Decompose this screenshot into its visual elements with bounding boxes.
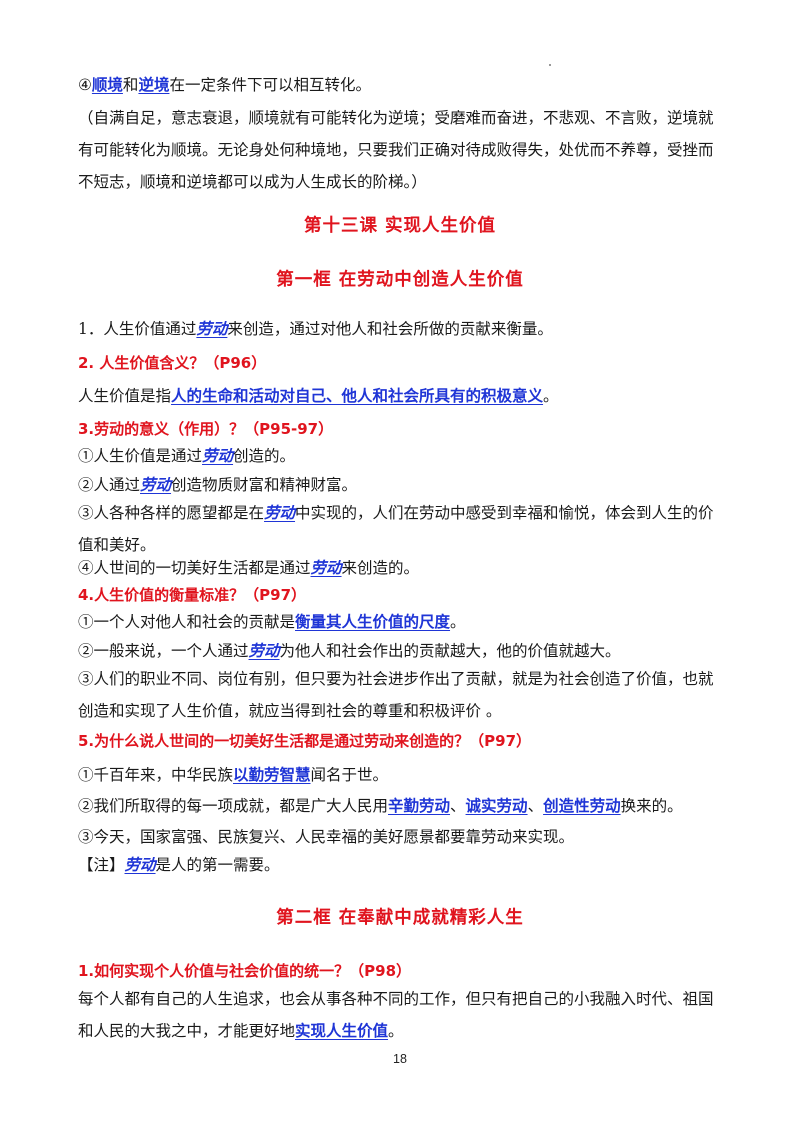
question-4: 4.人生价值的衡量标准？（P97） (78, 586, 307, 604)
page-number: 18 (393, 1052, 407, 1066)
paragraph-p4c: ③人们的职业不同、岗位有别，但只要为社会进步作出了贡献，就是为社会创造了价值，也… (78, 670, 714, 720)
text-line-p3b: ②人通过劳动创造物质财富和精神财富。 (78, 475, 358, 494)
paragraph-p3c: ③人各种各样的愿望都是在劳动中实现的，人们在劳动中感受到幸福和愉悦，体会到人生的… (78, 503, 714, 554)
text-line-p2: 人生价值是指人的生命和活动对自己、他人和社会所具有的积极意义。 (78, 386, 559, 405)
text-line-p4b: ②一般来说，一个人通过劳动为他人和社会作出的贡献越大，他的价值就越大。 (78, 641, 621, 660)
text-line-p5b: ②我们所取得的每一项成就，都是广大人民用辛勤劳动、诚实劳动、创造性劳动换来的。 (78, 796, 683, 815)
question-3: 3.劳动的意义（作用）？（P95-97） (78, 420, 334, 438)
text-line-p1: 1．人生价值通过劳动来创造，通过对他人和社会所做的贡献来衡量。 (78, 319, 553, 338)
text-line-p5a: ①千百年来，中华民族以勤劳智慧闻名于世。 (78, 765, 389, 784)
scan-dot (549, 64, 551, 66)
text-line-p3d: ④人世间的一切美好生活都是通过劳动来创造的。 (78, 558, 420, 577)
text-line-note: 【注】劳动是人的第一需要。 (78, 855, 280, 874)
question-2: 2. 人生价值含义？（P96） (78, 354, 267, 372)
text-line-p3a: ①人生价值是通过劳动创造的。 (78, 446, 296, 465)
section-title-2: 第二框 在奉献中成就精彩人生 (276, 908, 524, 928)
paragraph-p6: 每个人都有自己的人生追求，也会从事各种不同的工作，但只有把自己的小我融入时代、祖… (78, 990, 714, 1040)
text-line-favorable-adverse: ④顺境和逆境在一定条件下可以相互转化。 (78, 75, 371, 94)
question-6: 1.如何实现个人价值与社会价值的统一？（P98） (78, 962, 412, 980)
section-title-1: 第一框 在劳动中创造人生价值 (276, 270, 524, 290)
text-line-p4a: ①一个人对他人和社会的贡献是衡量其人生价值的尺度。 (78, 612, 466, 631)
text-line-p5c: ③今天，国家富强、民族复兴、人民幸福的美好愿景都要靠劳动来实现。 (78, 828, 575, 846)
question-5: 5.为什么说人世间的一切美好生活都是通过劳动来创造的？（P97） (78, 732, 532, 750)
paragraph-favorable-adverse-note: （自满自足，意志衰退，顺境就有可能转化为逆境；受磨难而奋进，不悲观、不言败，逆境… (78, 109, 714, 191)
lesson-title: 第十三课 实现人生价值 (303, 216, 497, 236)
